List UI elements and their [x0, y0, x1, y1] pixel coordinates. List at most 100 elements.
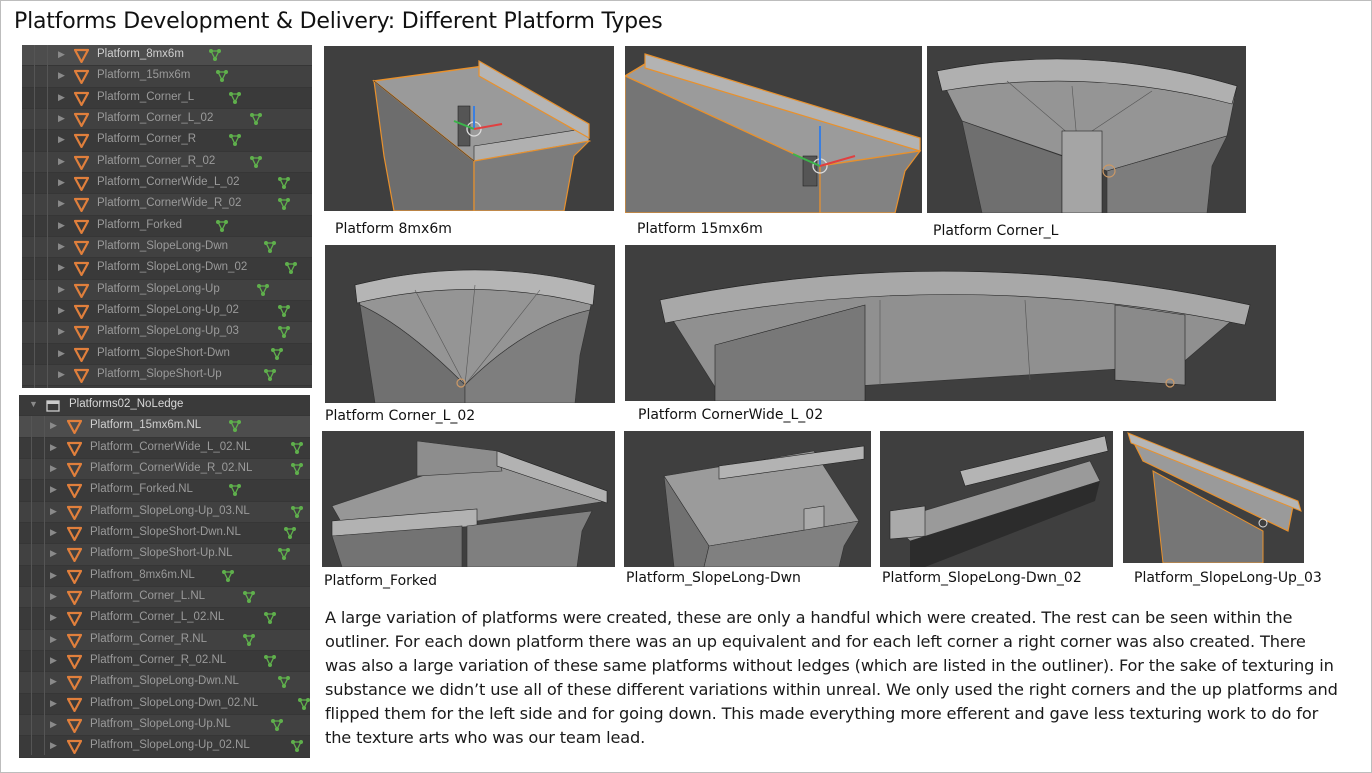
outliner-item[interactable]: ▶Platform_SlopeShort-Up — [22, 364, 312, 387]
outliner-item[interactable]: ▶Platform_CornerWide_R_02.NL — [19, 458, 310, 481]
triangle-right-icon[interactable]: ▶ — [50, 420, 57, 431]
modifier-node-icon[interactable] — [297, 697, 311, 711]
outliner-item[interactable]: ▶Platform_Corner_L_02 — [22, 108, 312, 131]
triangle-right-icon[interactable]: ▶ — [50, 505, 57, 516]
triangle-right-icon[interactable]: ▶ — [58, 70, 65, 81]
outliner-item[interactable]: ▶Platform_Corner_R — [22, 130, 312, 152]
outliner-panel-bottom[interactable]: ▼Platforms02_NoLedge▶Platform_15mx6m.NL▶… — [19, 395, 311, 758]
triangle-right-icon[interactable]: ▶ — [58, 262, 65, 273]
outliner-item[interactable]: ▶Platform_SlopeLong-Up_02 — [22, 300, 312, 323]
triangle-right-icon[interactable]: ▶ — [50, 697, 57, 708]
outliner-item[interactable]: ▶Platfrom_8mx6m.NL — [19, 565, 310, 587]
outliner-item[interactable]: ▶Platform_Forked.NL — [19, 480, 310, 502]
outliner-item[interactable]: ▶Platform_Corner_R.NL — [19, 629, 310, 651]
modifier-node-icon[interactable] — [284, 261, 298, 275]
triangle-right-icon[interactable]: ▶ — [50, 484, 57, 495]
triangle-right-icon[interactable]: ▶ — [50, 441, 57, 452]
triangle-right-icon[interactable]: ▶ — [58, 347, 65, 358]
triangle-right-icon[interactable]: ▶ — [58, 91, 65, 102]
modifier-node-icon[interactable] — [249, 112, 263, 126]
outliner-item[interactable]: ▶Platform_SlopeShort-Up.NL — [19, 544, 310, 566]
modifier-node-icon[interactable] — [290, 441, 304, 455]
triangle-right-icon[interactable]: ▶ — [50, 612, 57, 623]
triangle-right-icon[interactable]: ▶ — [58, 134, 65, 145]
outliner-item[interactable]: ▶Platform_SlopeLong-Up — [22, 279, 312, 301]
outliner-item[interactable]: ▶Platform_15mx6m.NL — [19, 416, 310, 438]
triangle-right-icon[interactable]: ▶ — [58, 219, 65, 230]
modifier-node-icon[interactable] — [228, 133, 242, 147]
modifier-node-icon[interactable] — [270, 718, 284, 732]
triangle-right-icon[interactable]: ▶ — [50, 548, 57, 559]
modifier-node-icon[interactable] — [277, 325, 291, 339]
triangle-right-icon[interactable]: ▶ — [50, 718, 57, 729]
modifier-node-icon[interactable] — [208, 48, 222, 62]
outliner-item[interactable]: ▶Platform_CornerWide_R_02 — [22, 194, 312, 216]
outliner-item[interactable]: ▶Platform_Corner_L.NL — [19, 586, 310, 609]
outliner-item[interactable]: ▶Platform_15mx6m — [22, 66, 312, 88]
triangle-right-icon[interactable]: ▶ — [58, 155, 65, 166]
collection-row[interactable]: ▼Platforms02_NoLedge — [19, 395, 310, 417]
modifier-node-icon[interactable] — [290, 505, 304, 519]
modifier-node-icon[interactable] — [242, 590, 256, 604]
outliner-item[interactable]: ▶Platform_SlopeShort-Dwn — [22, 343, 312, 365]
triangle-right-icon[interactable]: ▶ — [50, 633, 57, 644]
modifier-node-icon[interactable] — [263, 611, 277, 625]
modifier-node-icon[interactable] — [277, 304, 291, 318]
triangle-right-icon[interactable]: ▶ — [58, 240, 65, 251]
triangle-right-icon[interactable]: ▶ — [50, 462, 57, 473]
modifier-node-icon[interactable] — [256, 283, 270, 297]
modifier-node-icon[interactable] — [228, 483, 242, 497]
triangle-right-icon[interactable]: ▶ — [58, 198, 65, 209]
modifier-node-icon[interactable] — [221, 569, 235, 583]
triangle-right-icon[interactable]: ▶ — [50, 526, 57, 537]
modifier-node-icon[interactable] — [283, 526, 297, 540]
modifier-node-icon[interactable] — [228, 91, 242, 105]
triangle-right-icon[interactable]: ▶ — [50, 654, 57, 665]
outliner-item[interactable]: ▶Platform_CornerWide_L_02 — [22, 172, 312, 195]
triangle-right-icon[interactable]: ▶ — [58, 112, 65, 123]
outliner-item[interactable]: ▶Platfrom_SlopeLong-Up_02.NL — [19, 736, 310, 758]
modifier-node-icon[interactable] — [228, 419, 242, 433]
outliner-item[interactable]: ▶Platform_CornerWide_L_02.NL — [19, 437, 310, 459]
triangle-down-icon[interactable]: ▼ — [29, 399, 38, 409]
outliner-item[interactable]: ▶Platfrom_Corner_R_02.NL — [19, 650, 310, 673]
triangle-right-icon[interactable]: ▶ — [58, 49, 65, 59]
modifier-node-icon[interactable] — [277, 176, 291, 190]
outliner-item[interactable]: ▶Platfrom_SlopeLong-Dwn_02.NL — [19, 693, 311, 715]
modifier-node-icon[interactable] — [277, 675, 291, 689]
modifier-node-icon[interactable] — [242, 633, 256, 647]
outliner-item[interactable]: ▶Platform_Corner_R_02 — [22, 151, 312, 173]
modifier-node-icon[interactable] — [215, 69, 229, 83]
modifier-node-icon[interactable] — [215, 219, 229, 233]
outliner-item[interactable]: ▶Platform_Forked — [22, 215, 312, 237]
triangle-right-icon[interactable]: ▶ — [58, 283, 65, 294]
modifier-node-icon[interactable] — [263, 368, 277, 382]
outliner-item[interactable]: ▶Platform_Corner_L — [22, 87, 312, 109]
triangle-right-icon[interactable]: ▶ — [58, 326, 65, 337]
modifier-node-icon[interactable] — [263, 654, 277, 668]
triangle-right-icon[interactable]: ▶ — [50, 740, 57, 751]
outliner-panel-top[interactable]: ▶Platform_8mx6m▶Platform_15mx6m▶Platform… — [22, 45, 312, 388]
outliner-item[interactable]: ▶Platform_Corner_L_02.NL — [19, 608, 310, 630]
triangle-right-icon[interactable]: ▶ — [58, 176, 65, 187]
triangle-right-icon[interactable]: ▶ — [50, 590, 57, 601]
modifier-node-icon[interactable] — [249, 155, 263, 169]
outliner-item[interactable]: ▶Platform_SlopeLong-Up_03.NL — [19, 501, 310, 523]
outliner-item[interactable]: ▶Platform_SlopeShort-Dwn.NL — [19, 522, 310, 545]
modifier-node-icon[interactable] — [277, 547, 291, 561]
outliner-item[interactable]: ▶Platform_SlopeLong-Dwn — [22, 236, 312, 259]
outliner-item[interactable]: ▶Platform_8mx6m — [22, 45, 312, 67]
outliner-item[interactable]: ▶Platfrom_SlopeLong-Up.NL — [19, 714, 310, 737]
outliner-item[interactable]: ▶Platform_SlopeLong-Up_03 — [22, 322, 312, 344]
modifier-node-icon[interactable] — [270, 347, 284, 361]
outliner-item[interactable]: ▶Platform_SlopeLong-Dwn_02 — [22, 258, 312, 280]
triangle-right-icon[interactable]: ▶ — [50, 569, 57, 580]
outliner-item[interactable]: ▶Platfrom_SlopeLong-Dwn.NL — [19, 672, 310, 694]
modifier-node-icon[interactable] — [277, 197, 291, 211]
modifier-node-icon[interactable] — [263, 240, 277, 254]
modifier-node-icon[interactable] — [290, 462, 304, 476]
modifier-node-icon[interactable] — [290, 739, 304, 753]
triangle-right-icon[interactable]: ▶ — [50, 676, 57, 687]
triangle-right-icon[interactable]: ▶ — [58, 304, 65, 315]
triangle-right-icon[interactable]: ▶ — [58, 368, 65, 379]
